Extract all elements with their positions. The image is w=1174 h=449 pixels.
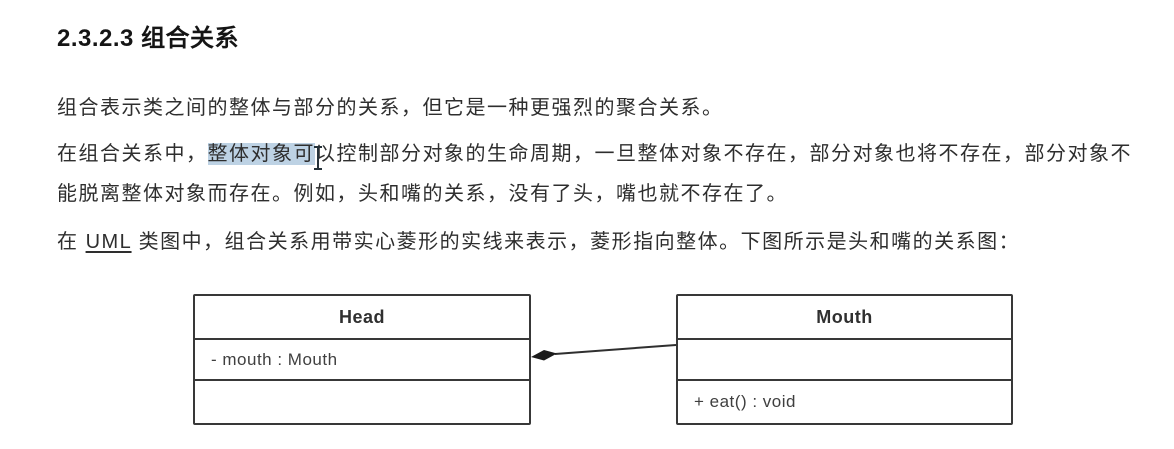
composition-diamond-icon	[531, 350, 557, 361]
class-attributes-head: - mouth : Mouth	[195, 340, 529, 381]
section-heading: 2.3.2.3 组合关系	[57, 25, 240, 52]
paragraph-text-before-term: 在	[57, 231, 86, 253]
document-page: 2.3.2.3 组合关系 组合表示类之间的整体与部分的关系，但它是一种更强烈的聚…	[0, 24, 1174, 434]
paragraph-detail: 在组合关系中，整体对象可以控制部分对象的生命周期，一旦整体对象不存在，部分对象也…	[57, 134, 1150, 214]
class-attributes-mouth	[678, 340, 1011, 381]
paragraph-text-before-selection: 在组合关系中，	[57, 143, 208, 165]
class-methods-mouth: + eat() : void	[694, 392, 796, 411]
text-cursor-icon	[314, 146, 322, 170]
uml-class-mouth: Mouth + eat() : void	[676, 294, 1013, 425]
paragraph-uml-note: 在 UML 类图中，组合关系用带实心菱形的实线来表示，菱形指向整体。下图所示是头…	[57, 222, 1117, 262]
paragraph-intro: 组合表示类之间的整体与部分的关系，但它是一种更强烈的聚合关系。	[57, 97, 724, 119]
paragraph-text-after-term: 类图中，组合关系用带实心菱形的实线来表示，菱形指向整体。下图所示是头和嘴的关系图…	[131, 231, 1021, 253]
selected-text: 整体对象可	[207, 143, 322, 170]
paragraph-text-after-selection: 以控制部分对象的生命周期，一旦整体对象不存在，部分对象也将不存在，部分对象不能脱…	[57, 143, 1132, 205]
uml-diagram: Head - mouth : Mouth Mouth + eat() : voi…	[0, 294, 1174, 434]
class-name-head: Head	[195, 296, 529, 340]
composition-connector	[531, 344, 677, 361]
association-line	[554, 344, 677, 355]
class-name-mouth: Mouth	[678, 296, 1011, 340]
uml-class-head: Head - mouth : Mouth	[193, 294, 531, 425]
class-methods-head	[195, 381, 529, 423]
uml-term: UML	[85, 231, 132, 253]
